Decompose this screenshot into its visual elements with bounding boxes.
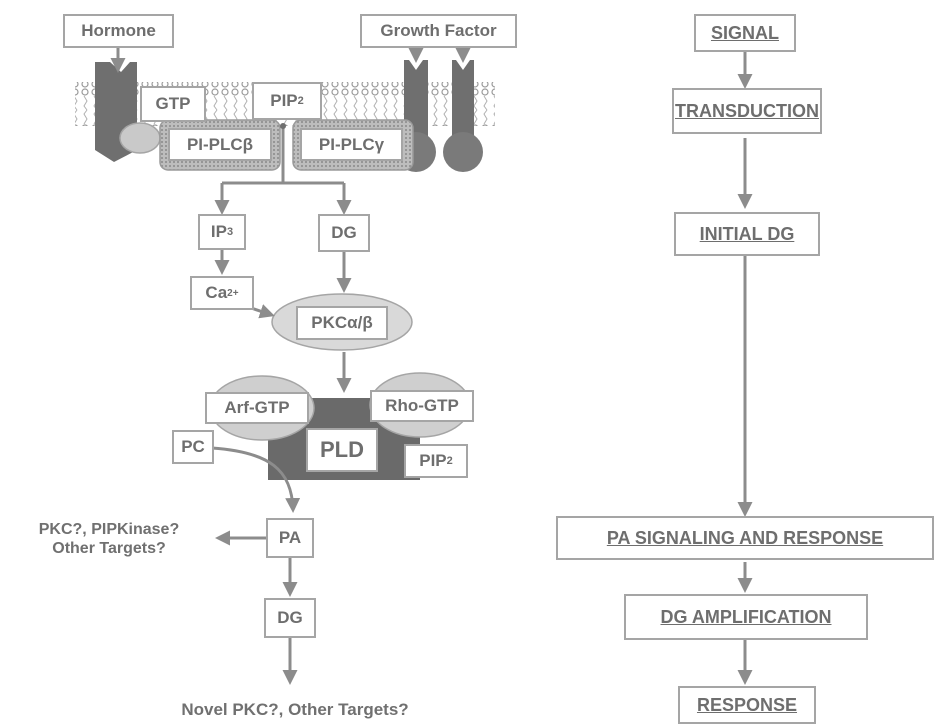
step-signal: SIGNAL (694, 14, 796, 52)
step-initial-dg: INITIAL DG (674, 212, 820, 256)
pi-plc-beta-label: PI-PLCβ (168, 128, 272, 161)
step-pa-signaling: PA SIGNALING AND RESPONSE (556, 516, 934, 560)
g-protein (119, 122, 161, 154)
gtp-label: GTP (140, 86, 206, 122)
pa-label: PA (266, 518, 314, 558)
hormone-label: Hormone (63, 14, 174, 48)
pkc-label: PKCα/β (296, 306, 388, 340)
step-transduction: TRANSDUCTION (672, 88, 822, 134)
pi-plc-gamma-label: PI-PLCγ (300, 128, 403, 161)
growth-factor-label: Growth Factor (360, 14, 517, 48)
dg-amplified-label: DG (264, 598, 316, 638)
step-dg-amplification: DG AMPLIFICATION (624, 594, 868, 640)
arrow-pc-pa (211, 446, 301, 513)
rho-gtp-label: Rho-GTP (370, 390, 474, 422)
pa-targets-text: PKC?, PIPKinase? Other Targets? (38, 521, 180, 557)
pc-label: PC (172, 430, 214, 464)
step-response: RESPONSE (678, 686, 816, 724)
arf-gtp-label: Arf-GTP (205, 392, 309, 424)
pld-label: PLD (306, 428, 378, 472)
left-arrows (110, 40, 471, 685)
dg-initial-label: DG (318, 214, 370, 252)
growth-factor-receptor-right (443, 60, 483, 172)
dg-targets-text: Novel PKC?, Other Targets? (181, 700, 409, 719)
